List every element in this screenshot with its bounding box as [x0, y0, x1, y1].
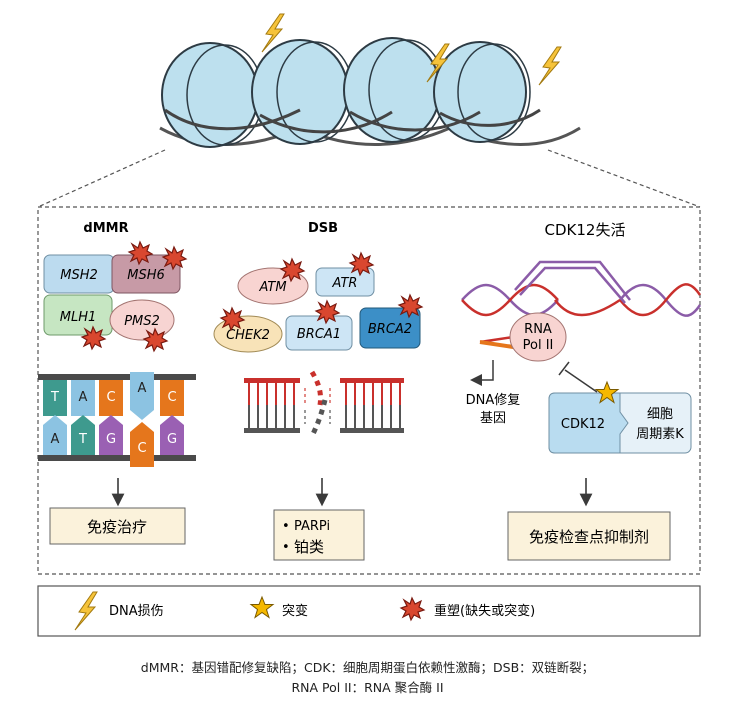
base-letter: T: [78, 432, 87, 447]
burst-icon: [162, 246, 187, 270]
therapy-box: [507, 511, 671, 561]
base-letter: C: [106, 390, 115, 405]
protein-box: [285, 315, 353, 351]
footnote-line: RNA Pol II：RNA 聚合酶 II: [291, 680, 444, 695]
cyclin-label: 细胞: [647, 407, 673, 422]
base-bottom: [99, 415, 123, 455]
base-bottom: [160, 415, 184, 455]
base-bottom: [71, 415, 95, 455]
nucleosome: [433, 41, 531, 143]
base-letter: G: [106, 432, 116, 447]
inhibition-line: [564, 369, 598, 393]
protein-label: MSH2: [60, 268, 98, 283]
gene-label: 基因: [480, 411, 506, 426]
base-top: [43, 380, 67, 416]
cdk12-box: [548, 392, 629, 454]
protein-label: BRCA1: [297, 327, 341, 342]
footnote-line: dMMR：基因错配修复缺陷；CDK：细胞周期蛋白依赖性激酶；DSB：双链断裂；: [140, 660, 595, 675]
panel-cdk12: CDK12失活 RNA Pol II DNA修复 基因 CDK12 细胞 周期素…: [461, 221, 702, 561]
base-top: [71, 380, 95, 416]
chromatin: [159, 13, 581, 148]
therapy-label: 免疫治疗: [87, 518, 147, 536]
panel-title: DSB: [308, 221, 338, 236]
therapy-item: PARPi: [294, 519, 330, 534]
legend-label: 突变: [282, 603, 308, 619]
zoom-lines: [37, 149, 701, 575]
protein-box: [109, 299, 175, 341]
legend-label: DNA损伤: [109, 604, 164, 619]
dna-helix: [461, 260, 702, 344]
base-letter: G: [167, 432, 177, 447]
protein-label: PMS2: [124, 314, 160, 329]
therapy-bullet: •: [282, 540, 290, 555]
legend-box: [37, 585, 701, 637]
cyclin-label: 周期素K: [636, 427, 684, 442]
arrow: [470, 360, 494, 386]
rna-pol-label: RNA: [524, 322, 552, 337]
burst-icon: [81, 326, 106, 350]
base-letter: A: [138, 381, 147, 396]
therapy-bullet: •: [282, 519, 290, 534]
base-bottom: [130, 422, 154, 467]
legend: DNA损伤 突变 重塑(缺失或突变): [37, 585, 701, 637]
protein-label: ATR: [332, 276, 358, 291]
base-letter: C: [137, 441, 146, 456]
therapy-box: [49, 507, 186, 545]
protein-label: MLH1: [60, 310, 97, 325]
protein-label: ATM: [258, 280, 286, 295]
base-letter: A: [51, 432, 60, 447]
panel-title: dMMR: [83, 221, 128, 236]
dna-mismatch: T A C A C A T G C G: [38, 372, 196, 467]
rna-pol-label: Pol II: [523, 338, 554, 353]
base-top: [130, 372, 154, 420]
therapy-label: 免疫检查点抑制剂: [529, 528, 649, 546]
base-top: [99, 380, 123, 416]
therapy-box: [273, 509, 365, 561]
base-letter: C: [167, 390, 176, 405]
inhibition-bar: [558, 361, 570, 376]
nucleosome: [251, 39, 354, 145]
protein-label: BRCA2: [368, 322, 412, 337]
gene-label: DNA修复: [466, 393, 521, 408]
panel-dsb: DSB ATM ATR CHEK2 BRCA1 BRCA2: [213, 221, 423, 561]
nucleosome: [161, 42, 264, 148]
base-letter: T: [50, 390, 59, 405]
base-top: [160, 380, 184, 416]
base-letter: A: [79, 390, 88, 405]
base-bottom: [43, 415, 67, 455]
panel-dmmr: dMMR MSH2 MSH6 MLH1 PMS2 T A: [38, 221, 196, 545]
protein-box: [359, 307, 421, 349]
therapy-item: 铂类: [294, 538, 324, 556]
lightning-icon: [538, 46, 562, 86]
rna-pol-ii: [509, 312, 567, 362]
protein-label: MSH6: [127, 268, 165, 283]
dna-break: [244, 370, 404, 438]
panel-title: CDK12失活: [545, 221, 626, 239]
cdk12-label: CDK12: [561, 417, 605, 432]
protein-label: CHEK2: [226, 328, 270, 343]
burst-icon: [143, 328, 168, 352]
legend-label: 重塑(缺失或突变): [434, 603, 535, 619]
